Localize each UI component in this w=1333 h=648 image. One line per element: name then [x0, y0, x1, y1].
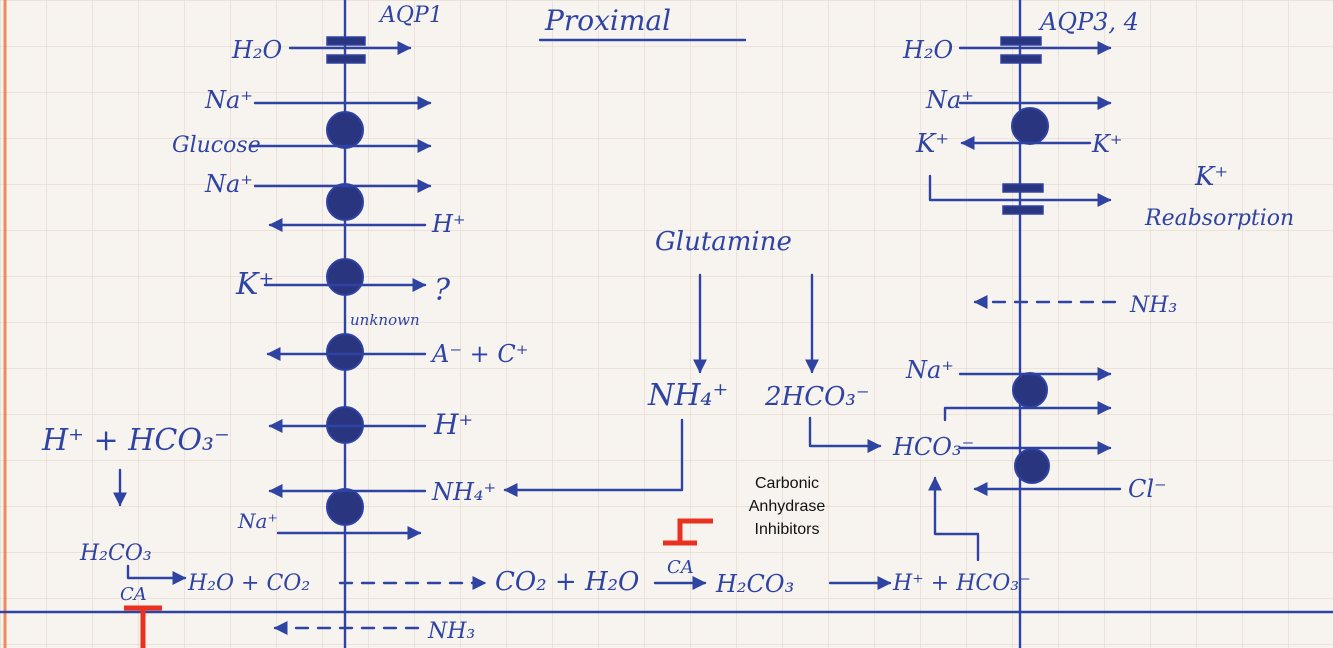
- cell-nh4-label: NH₄⁺: [647, 378, 728, 413]
- page-title: Proximal: [544, 4, 671, 37]
- k-channel-bottom: [1002, 205, 1044, 215]
- aqp3-4-channel-bottom: [1000, 54, 1042, 64]
- left-h-label-2: H⁺: [433, 408, 473, 441]
- reabsorption-label: Reabsorption: [1144, 206, 1294, 231]
- lumen-ca-inhibitor-symbol: [124, 605, 162, 648]
- na-hco3-cotransporter: [1012, 372, 1048, 408]
- aqp1-channel-bottom: [326, 54, 366, 64]
- left-na-label-1: Na⁺: [204, 86, 253, 114]
- cell-h-hco3-label: H⁺ + HCO₃⁻: [892, 571, 1031, 596]
- left-nh3-label: NH₃: [427, 619, 475, 644]
- anion-cation-label: A⁻ + C⁺: [430, 340, 528, 368]
- hco3-recycle-arrow: [928, 476, 980, 562]
- left-nh4-label: NH₄⁺: [431, 478, 496, 506]
- left-na-label-3: Na⁺: [237, 509, 278, 533]
- lumen-h2co3-label: H₂CO₃: [79, 541, 152, 566]
- cell-co2-h2o-label: CO₂ + H₂O: [495, 567, 639, 597]
- left-h-label-1: H⁺: [431, 210, 466, 238]
- glutamine-label: Glutamine: [655, 227, 792, 257]
- k-reabsorption-arrow: [928, 174, 1112, 207]
- anion-cation-transporter: [326, 333, 364, 371]
- hco3-cotransport-arrow: [943, 401, 1112, 422]
- nh4-na-exchanger: [326, 488, 364, 526]
- unknown-label: unknown: [350, 311, 420, 329]
- nh4-secretion-arrow: [503, 418, 684, 497]
- hco3-transfer-arrow: [808, 416, 882, 453]
- k-reabsorption-ion-label: K⁺: [1194, 162, 1228, 192]
- lumen-ca-label: CA: [120, 584, 147, 605]
- aqp3-4-channel-top: [1000, 36, 1042, 46]
- cell-ca-inhibitor-symbol: [663, 518, 713, 546]
- k-transporter: [326, 258, 364, 296]
- inhibitor-label-line-2: Anhydrase: [749, 498, 826, 515]
- sglt-transporter: [326, 111, 364, 149]
- cell-2hco3-label: 2HCO₃⁻: [764, 382, 870, 412]
- na-k-atpase: [1011, 107, 1049, 145]
- nhe-transporter: [326, 183, 364, 221]
- right-channel-label: AQP3, 4: [1038, 8, 1139, 36]
- left-channel-label: AQP1: [378, 3, 443, 28]
- left-na-label-2: Na⁺: [204, 170, 253, 198]
- cl-hco3-exchanger: [1014, 448, 1050, 484]
- k-destination-label: ?: [434, 273, 451, 308]
- cell-h2co3-label: H₂CO₃: [715, 570, 794, 598]
- lumen-h-hco3-label: H⁺ + HCO₃⁻: [41, 423, 230, 458]
- cell-ca-label: CA: [667, 557, 694, 578]
- inhibitor-label-line-3: Inhibitors: [755, 521, 820, 538]
- right-cl-label: Cl⁻: [1128, 475, 1167, 503]
- lumen-h2o-co2-label: H₂O + CO₂: [187, 571, 310, 596]
- right-na-label-1: Na⁺: [925, 86, 974, 114]
- right-na-label-2: Na⁺: [905, 356, 954, 384]
- right-h2o-label: H₂O: [902, 36, 954, 64]
- right-k-out-label: K⁺: [1091, 130, 1123, 158]
- right-nh3-label: NH₃: [1129, 293, 1177, 318]
- aqp1-channel-top: [326, 36, 366, 46]
- inhibitor-label-line-1: Carbonic: [755, 475, 819, 492]
- k-channel-top: [1002, 183, 1044, 193]
- right-k-in-label: K⁺: [915, 129, 949, 159]
- glucose-label: Glucose: [172, 133, 261, 158]
- lumen-ca-arrow: [126, 564, 187, 585]
- left-h2o-label: H₂O: [231, 36, 283, 64]
